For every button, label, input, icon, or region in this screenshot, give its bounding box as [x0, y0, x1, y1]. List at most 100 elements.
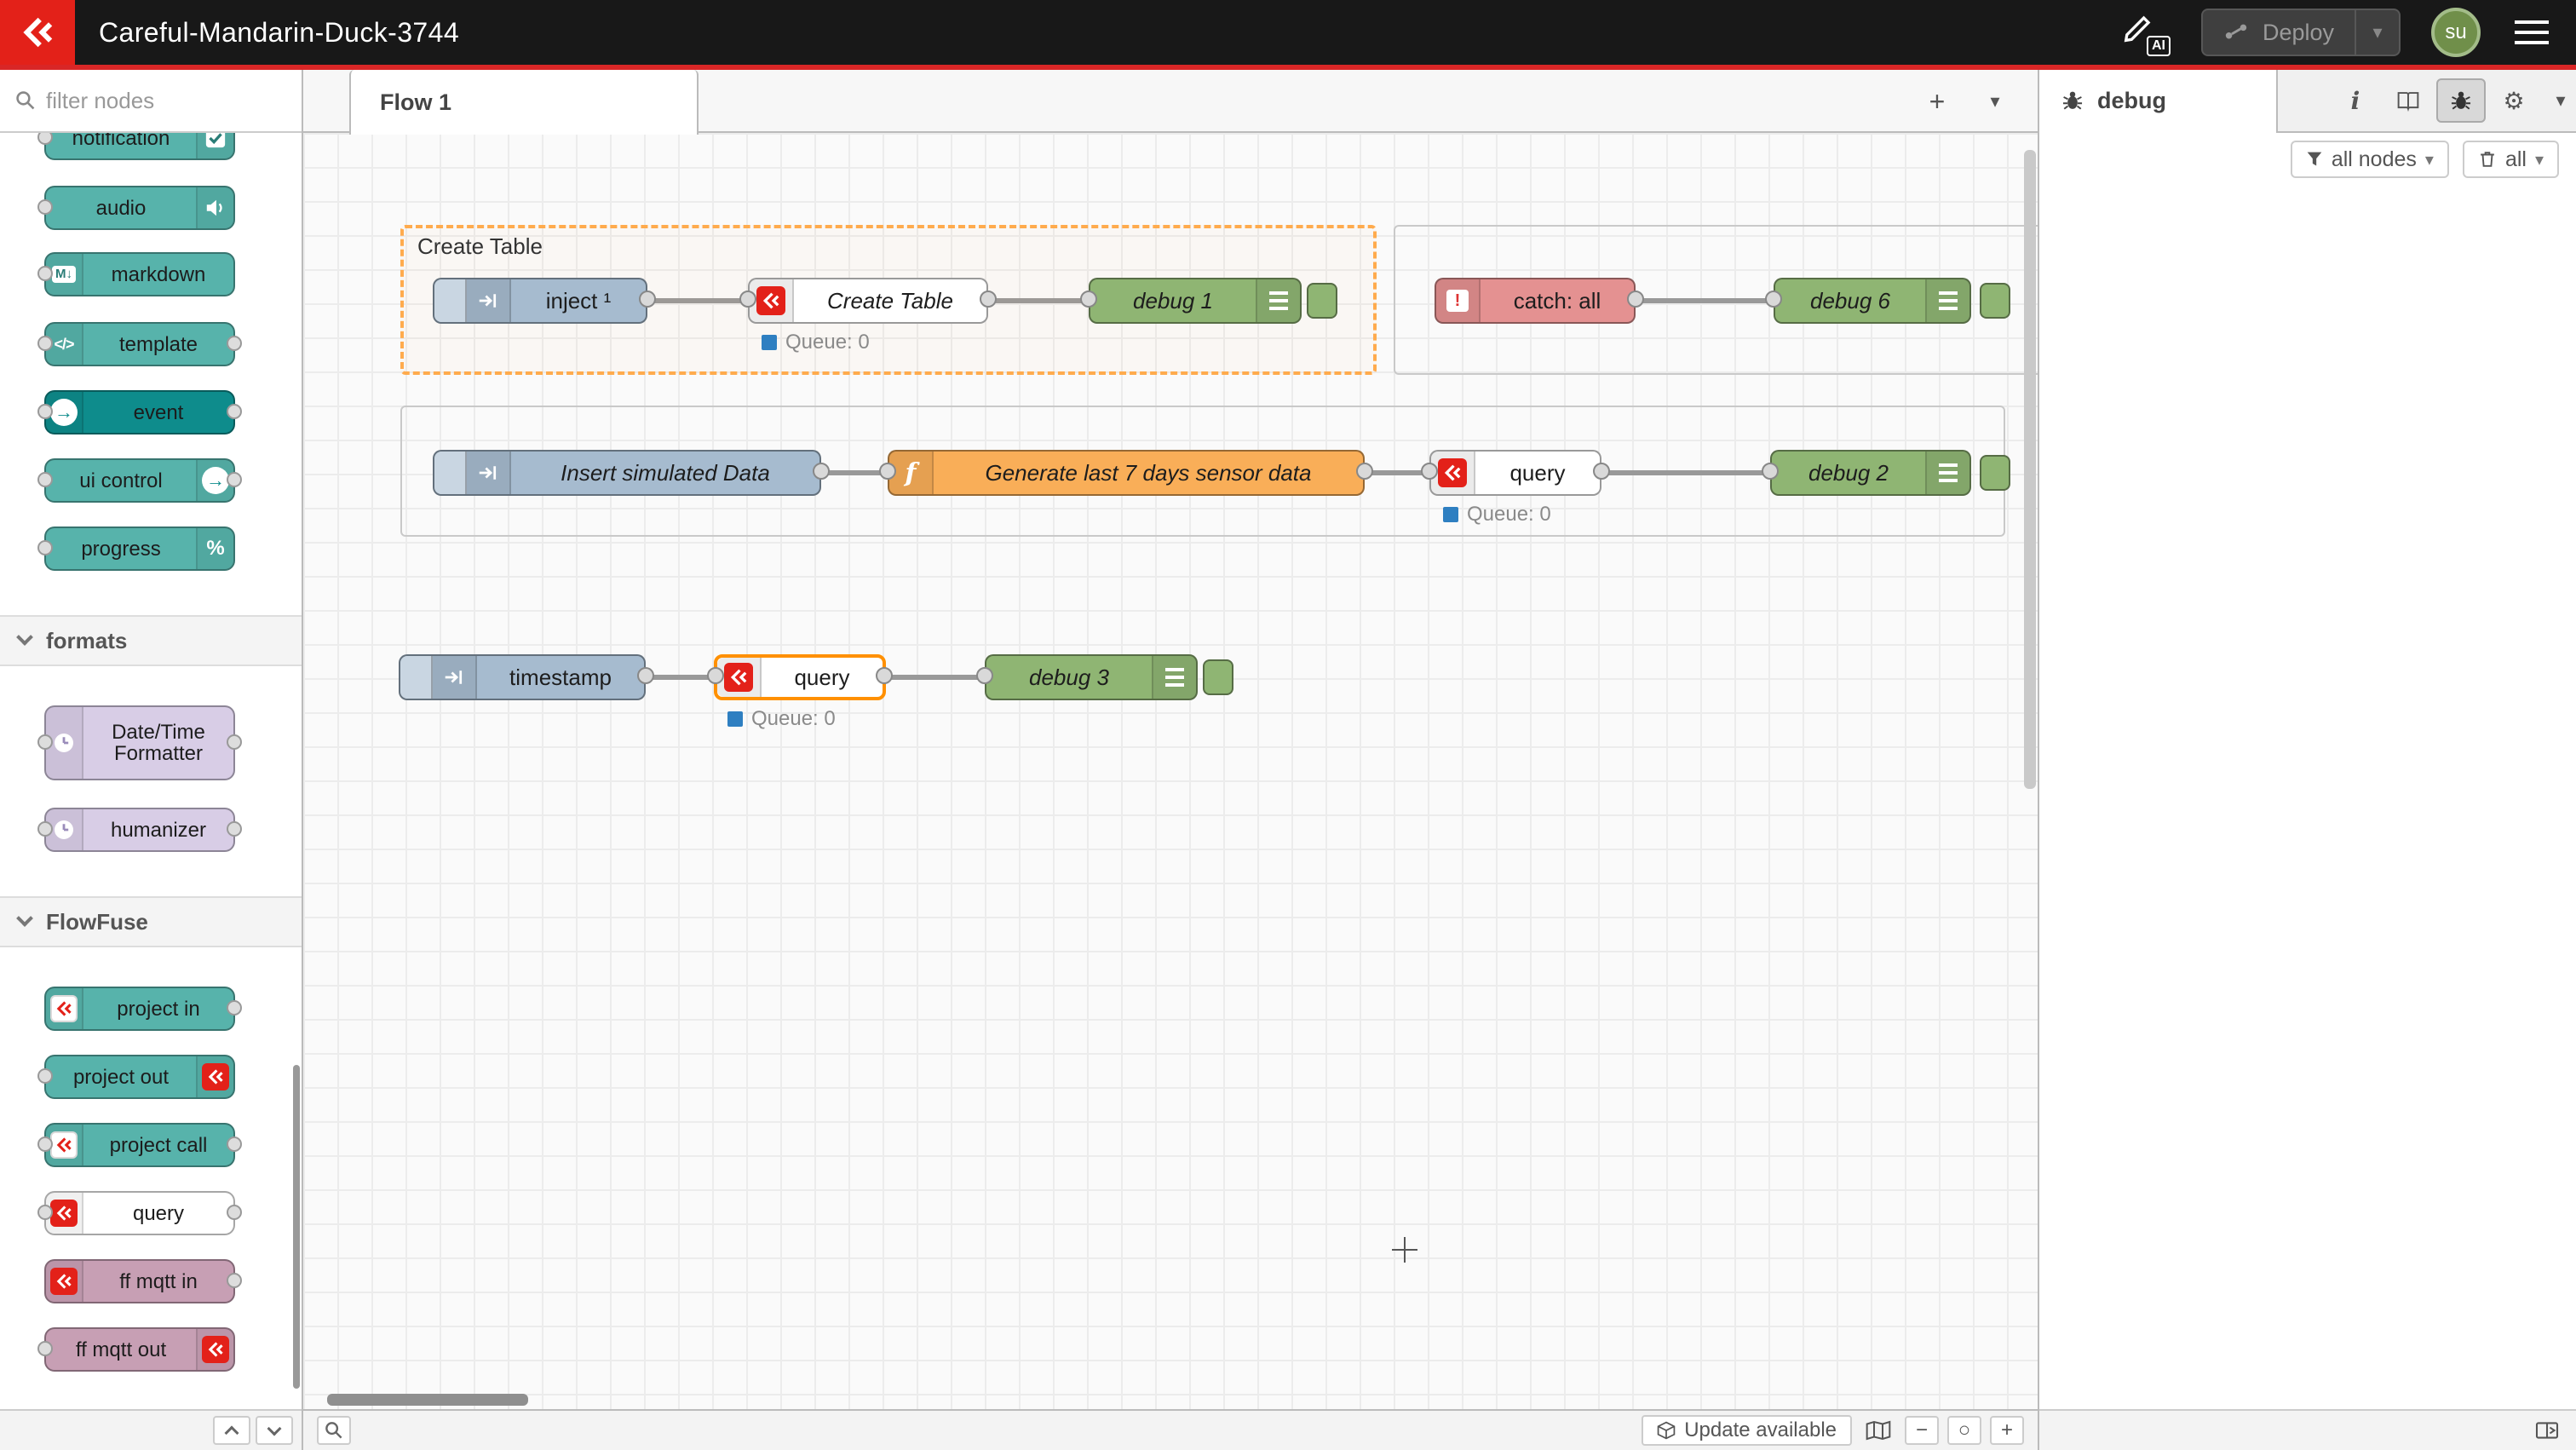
- inject-trigger-button[interactable]: [400, 656, 433, 699]
- port-in[interactable]: [37, 1205, 53, 1220]
- palette-section-formats[interactable]: formats: [0, 615, 302, 666]
- palette-section-flowfuse[interactable]: FlowFuse: [0, 896, 302, 947]
- palette-node-humanizer[interactable]: humanizer: [37, 808, 242, 852]
- port-in[interactable]: [976, 667, 993, 684]
- port-in[interactable]: [37, 821, 53, 837]
- node-insert-simulated-data[interactable]: Insert simulated Data: [433, 450, 830, 496]
- debug-toggle-button[interactable]: [1307, 283, 1337, 319]
- port-out[interactable]: [227, 1000, 242, 1016]
- port-in[interactable]: [37, 472, 53, 487]
- palette-node-audio[interactable]: audio: [37, 186, 235, 230]
- flow-list-caret[interactable]: ▾: [1990, 90, 2000, 112]
- palette-node-ff-mqtt-in[interactable]: ff mqtt in: [44, 1259, 242, 1303]
- inject-trigger-button[interactable]: [434, 279, 467, 322]
- node-function-generate-sensor-data[interactable]: f Generate last 7 days sensor data: [879, 450, 1373, 496]
- port-in[interactable]: [37, 1136, 53, 1152]
- debug-toggle-button[interactable]: [1980, 283, 2010, 319]
- zoom-reset-button[interactable]: ○: [1947, 1416, 1981, 1445]
- main-menu-button[interactable]: [2511, 14, 2552, 51]
- port-out[interactable]: [876, 667, 893, 684]
- debug-toggle-button[interactable]: [1203, 659, 1233, 695]
- port-in[interactable]: [37, 734, 53, 750]
- zoom-out-button[interactable]: −: [1905, 1416, 1939, 1445]
- deploy-options-caret[interactable]: ▾: [2355, 10, 2399, 55]
- info-tab-button[interactable]: i: [2350, 86, 2360, 115]
- port-in[interactable]: [37, 336, 53, 351]
- node-debug-6[interactable]: debug 6: [1765, 278, 1971, 324]
- palette-node-event[interactable]: → event: [37, 390, 242, 434]
- port-out[interactable]: [813, 463, 830, 480]
- port-out[interactable]: [227, 1136, 242, 1152]
- port-in[interactable]: [1765, 291, 1782, 308]
- palette-node-query[interactable]: query: [37, 1191, 242, 1235]
- palette-node-project-out[interactable]: project out: [37, 1055, 235, 1099]
- palette-filter-input[interactable]: [46, 87, 264, 114]
- palette-node-progress[interactable]: progress %: [37, 526, 235, 571]
- palette-node-project-call[interactable]: project call: [37, 1123, 242, 1167]
- add-flow-button[interactable]: +: [1929, 85, 1946, 117]
- node-debug-1[interactable]: debug 1: [1080, 278, 1302, 324]
- canvas-search-button[interactable]: [317, 1416, 351, 1445]
- debug-filter-button[interactable]: all nodes ▾: [2290, 141, 2449, 178]
- port-in[interactable]: [1762, 463, 1779, 480]
- group-create-table[interactable]: Create Table: [400, 225, 1377, 375]
- port-out[interactable]: [227, 821, 242, 837]
- port-out[interactable]: [227, 404, 242, 419]
- node-inject-1[interactable]: inject ¹: [433, 278, 656, 324]
- update-available-button[interactable]: Update available: [1642, 1415, 1852, 1446]
- palette-node-template[interactable]: </> template: [37, 322, 242, 366]
- canvas-vertical-scrollbar[interactable]: [2024, 150, 2036, 789]
- port-in[interactable]: [37, 1341, 53, 1356]
- port-out[interactable]: [227, 1205, 242, 1220]
- ai-assistant-button[interactable]: AI: [2119, 9, 2171, 56]
- palette-scrollbar[interactable]: [293, 1065, 300, 1389]
- port-in[interactable]: [1421, 463, 1438, 480]
- node-create-table[interactable]: Create Table: [739, 278, 997, 324]
- user-avatar[interactable]: su: [2431, 8, 2481, 57]
- port-in[interactable]: [37, 1068, 53, 1084]
- port-in[interactable]: [37, 404, 53, 419]
- palette-collapse-all-button[interactable]: [213, 1416, 250, 1445]
- palette-node-notification[interactable]: notification: [37, 133, 235, 160]
- port-out[interactable]: [1593, 463, 1610, 480]
- group-catch[interactable]: [1394, 225, 2038, 375]
- navigator-button[interactable]: [1860, 1416, 1896, 1445]
- palette-expand-all-button[interactable]: [256, 1416, 293, 1445]
- port-in[interactable]: [37, 199, 53, 215]
- debug-tab-button[interactable]: [2436, 78, 2486, 123]
- port-in[interactable]: [739, 291, 756, 308]
- sidebar-tab-list-caret[interactable]: ▾: [2556, 89, 2566, 111]
- port-out[interactable]: [227, 734, 242, 750]
- port-out[interactable]: [227, 472, 242, 487]
- deploy-button[interactable]: Deploy ▾: [2200, 9, 2401, 56]
- port-out[interactable]: [637, 667, 654, 684]
- port-in[interactable]: [37, 133, 53, 145]
- zoom-in-button[interactable]: +: [1990, 1416, 2024, 1445]
- palette-node-ui-control[interactable]: ui control →: [37, 458, 242, 503]
- port-out[interactable]: [1627, 291, 1644, 308]
- port-out[interactable]: [980, 291, 997, 308]
- palette-node-datetime-formatter[interactable]: Date/Time Formatter: [37, 705, 242, 780]
- node-timestamp[interactable]: timestamp: [399, 654, 654, 700]
- expand-sidebar-button[interactable]: [2530, 1416, 2564, 1445]
- port-out[interactable]: [1356, 463, 1373, 480]
- port-in[interactable]: [37, 540, 53, 555]
- help-tab-button[interactable]: [2383, 78, 2433, 123]
- palette-node-ff-mqtt-out[interactable]: ff mqtt out: [37, 1327, 235, 1372]
- node-debug-2[interactable]: debug 2: [1762, 450, 1971, 496]
- inject-trigger-button[interactable]: [434, 452, 467, 494]
- port-in[interactable]: [37, 266, 53, 281]
- node-query-a[interactable]: query: [1421, 450, 1610, 496]
- node-catch-all[interactable]: ! catch: all: [1435, 278, 1644, 324]
- palette-node-markdown[interactable]: M↓ markdown: [37, 252, 235, 296]
- port-in[interactable]: [879, 463, 896, 480]
- config-tab-button[interactable]: ⚙: [2503, 87, 2525, 114]
- tab-flow-1[interactable]: Flow 1: [349, 70, 699, 135]
- port-in[interactable]: [1080, 291, 1097, 308]
- port-out[interactable]: [227, 1273, 242, 1288]
- flowfuse-logo[interactable]: [0, 0, 75, 65]
- palette-node-project-in[interactable]: project in: [44, 987, 242, 1031]
- node-query-b-selected[interactable]: query: [707, 654, 893, 700]
- debug-toggle-button[interactable]: [1980, 455, 2010, 491]
- port-out[interactable]: [639, 291, 656, 308]
